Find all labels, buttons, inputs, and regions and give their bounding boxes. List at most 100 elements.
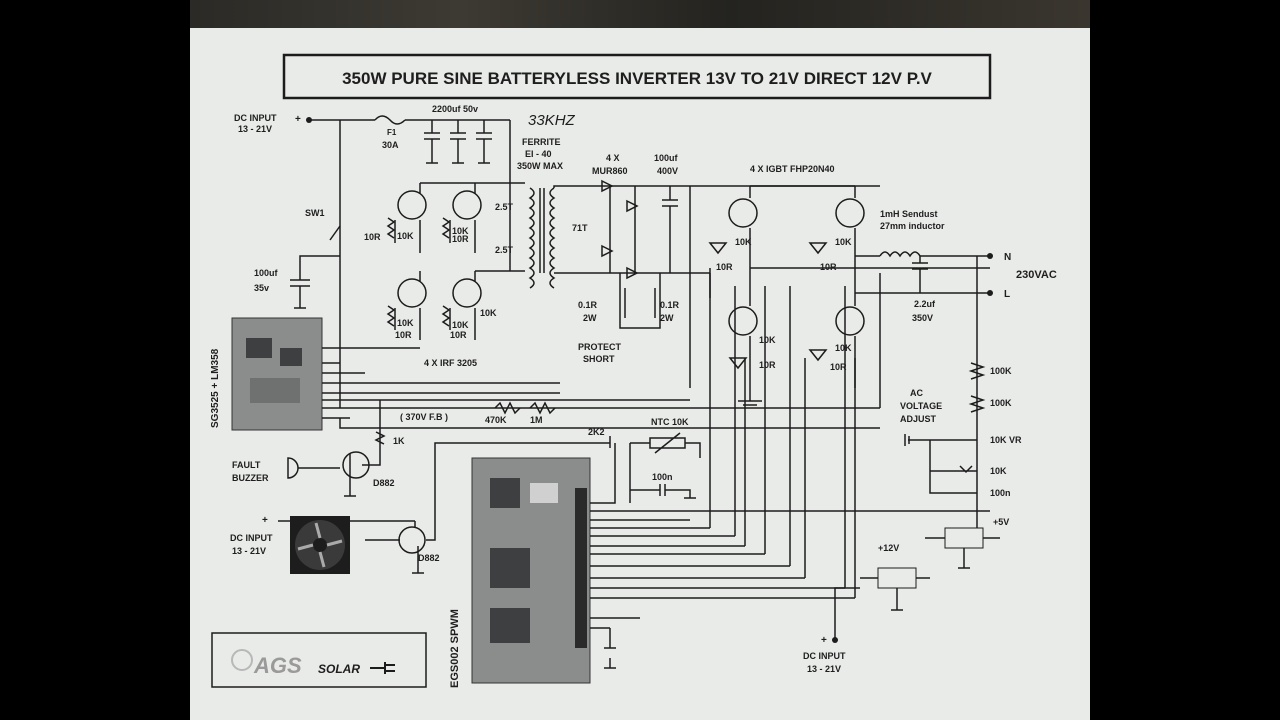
r-10r-b: 10R [452,234,469,244]
r-100k-b: 100K [990,398,1012,408]
transistor-d882-b [398,526,426,554]
igbt-10r-2: 10R [820,262,837,272]
title-box [282,53,992,100]
ac-adjust-line1: AC [910,388,923,398]
fault-buzzer [287,457,340,479]
output-line: L [1004,289,1010,300]
output-voltage: 230VAC [1016,269,1057,281]
ferrite-power-label: 350W MAX [517,161,563,171]
turns-primary-b: 2.5T [495,245,514,255]
dc-input-mid-label: DC INPUT [230,533,273,543]
diagram-title: 350W PURE SINE BATTERYLESS INVERTER 13V … [342,69,932,88]
r-10k-adjust: 10K [990,466,1007,476]
schematic-sheet: 350W PURE SINE BATTERYLESS INVERTER 13V … [190,28,1090,720]
ntc-label: NTC 10K [651,417,689,427]
r-1m: 1M [530,415,543,425]
mosfet-group-irf3205 [386,182,510,340]
turns-primary-a: 2.5T [495,202,514,212]
cap-100uf-35v-voltage: 35v [254,283,269,293]
igbt-label: 4 X IGBT FHP20N40 [750,164,835,174]
fan-plus-sign: + [262,515,268,526]
mosfets-label: 4 X IRF 3205 [424,358,477,368]
protect-label: PROTECT [578,342,622,352]
dc-input-mid-range: 13 - 21V [232,546,266,556]
handwritten-frequency-note: 33KHZ [528,112,576,129]
schematic-diagram: 350W PURE SINE BATTERYLESS INVERTER 13V … [210,53,1057,688]
plus-sign: + [295,114,301,125]
d882-b-label: D882 [418,553,440,563]
r-10k-e: 10K [452,320,469,330]
r-1k: 1K [393,436,405,446]
diodes-part: MUR860 [592,166,628,176]
r-100k-a: 100K [990,366,1012,376]
switch-sw1 [329,225,341,241]
diodes-count: 4 X [606,153,620,163]
fuse-symbol [374,115,406,125]
diode-bridge-mur860 [601,179,710,280]
ac-adjust-line2: VOLTAGE [900,401,942,411]
feedback-label: ( 370V F.B ) [400,412,448,422]
d882-a-label: D882 [373,478,395,488]
shunt-right-value: 0.1R [660,300,680,310]
cap-100uf-35v-value: 100uf [254,268,279,278]
inductor-label: 1mH Sendust [880,209,938,219]
capacitor-bank-2200uf [424,120,492,164]
r-10k-b: 10K [452,226,469,236]
bottom-plus-sign: + [821,635,827,646]
dc-input-bottom-range: 13 - 21V [807,664,841,674]
vr-10k: 10K VR [990,435,1022,445]
ags-logo-subtext: SOLAR [318,662,360,676]
cap-output-value: 2.2uf [914,299,936,309]
ac-adjust-line3: ADJUST [900,414,937,424]
ags-logo-text: AGS [253,653,302,678]
r-10r-a: 10R [364,232,381,242]
cap-100n-a: 100n [652,472,673,482]
igbt-10k-2: 10K [835,237,852,247]
egs002-board-label: EGS002 SPWM [449,609,461,688]
r-10r-c: 10R [395,330,412,340]
fuse-rating: 30A [382,140,399,150]
r-2k2: 2K2 [588,427,605,437]
shunt-left-power: 2W [583,313,597,323]
igbt-10k-3: 10K [759,335,776,345]
caps-2200uf-label: 2200uf 50v [432,104,478,114]
cap-100uf-400v-voltage: 400V [657,166,678,176]
shunt-right-power: 2W [660,313,674,323]
r-10k-a: 10K [397,231,414,241]
sg3525-board-label: SG3525 + LM358 [210,348,221,428]
sun-icon [231,649,253,671]
buzzer-label: BUZZER [232,473,269,483]
regulator-5v [944,527,984,549]
cap-100uf-400v [662,186,678,273]
plug-icon [370,662,395,674]
igbt-10k-4: 10K [835,343,852,353]
igbt-10r-4: 10R [830,362,847,372]
inductor-1mh [879,251,921,258]
ferrite-core-label: EI - 40 [525,149,552,159]
short-label: SHORT [583,354,615,364]
turns-secondary: 71T [572,223,588,233]
dc-input-top-range: 13 - 21V [238,124,272,134]
r-10r-d: 10R [450,330,467,340]
plus-12v-label: +12V [878,543,899,553]
ags-logo-box [211,632,427,688]
r-10k-d: 10K [480,308,497,318]
inductor-size-label: 27mm inductor [880,221,945,231]
shunt-left-value: 0.1R [578,300,598,310]
sg3525-board-image [231,317,323,431]
ntc-thermistor [629,432,701,503]
igbt-10r-3: 10R [759,360,776,370]
fuse-label: F1 [387,128,397,137]
fault-label: FAULT [232,460,261,470]
igbt-10k-1: 10K [735,237,752,247]
cap-100uf-400v-value: 100uf [654,153,679,163]
dc-input-bottom-label: DC INPUT [803,651,846,661]
igbt-10r-1: 10R [716,262,733,272]
background-table [190,0,1090,30]
ferrite-label: FERRITE [522,137,561,147]
sw1-label: SW1 [305,208,325,218]
output-neutral: N [1004,252,1011,263]
cap-output-voltage: 350V [912,313,933,323]
r-470k: 470K [485,415,507,425]
igbt-h-bridge [708,185,990,406]
